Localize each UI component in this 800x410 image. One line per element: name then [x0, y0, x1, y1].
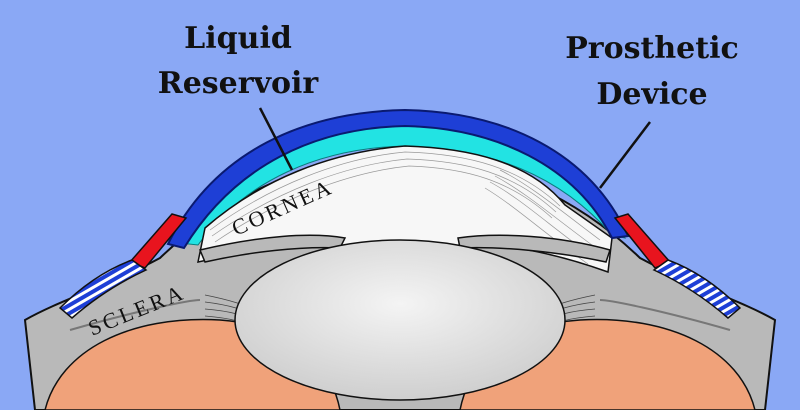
leader-line-reservoir [258, 107, 294, 171]
iris-left [198, 234, 347, 263]
iris-right [457, 234, 611, 263]
label-device: Device [596, 77, 707, 112]
leader-line-device [599, 121, 651, 189]
label-reservoir: Reservoir [158, 66, 320, 101]
label-liquid: Liquid [184, 21, 292, 56]
prosthetic-device-shell [166, 108, 630, 250]
sclera-inner-line [69, 299, 201, 331]
sclera-inner-line-right [599, 299, 731, 331]
device-skirt-right [652, 259, 742, 319]
device-skirt-left [58, 259, 148, 319]
label-prosthetic: Prosthetic [565, 31, 739, 66]
lens [234, 239, 566, 401]
